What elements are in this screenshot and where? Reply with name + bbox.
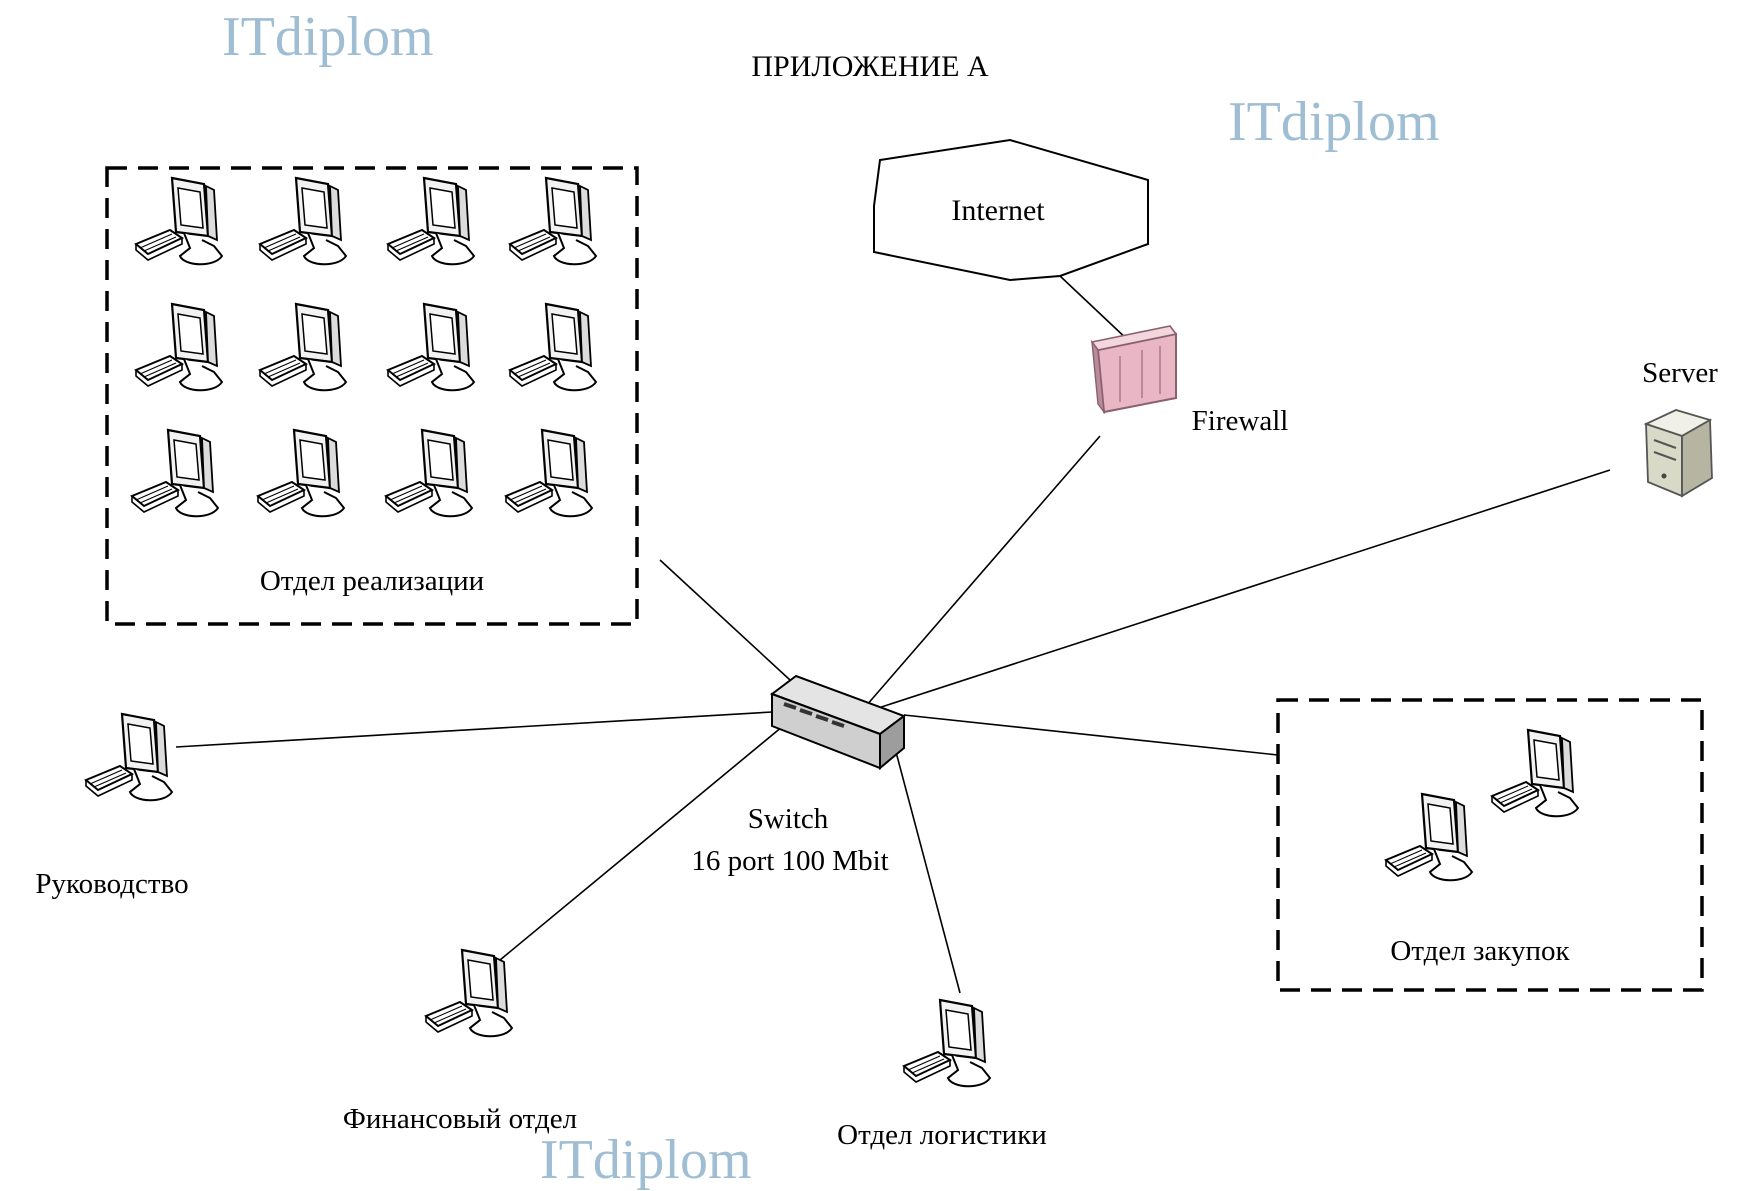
purchasing-dept-label: Отдел закупок: [1390, 935, 1570, 967]
switch-spec-label: 16 port 100 Mbit: [691, 845, 888, 877]
sales-dept-group: [105, 166, 639, 626]
sales-dept-label: Отдел реализации: [260, 565, 484, 597]
management-label: Руководство: [35, 868, 188, 900]
connections: [175, 275, 1611, 994]
link-logistics-switch: [895, 751, 961, 994]
internet-label: Internet: [951, 194, 1045, 227]
workstation-icon: [384, 428, 474, 518]
link-management-switch: [175, 711, 773, 748]
workstation-icon: [130, 428, 220, 518]
link-firewall-switch: [865, 435, 1101, 707]
switch-icon: [769, 674, 907, 771]
link-finance-switch: [499, 711, 801, 961]
server-icon: [1643, 409, 1713, 498]
workstation-icon: [134, 176, 224, 266]
link-purchasing-switch: [903, 714, 1279, 756]
purchasing-dept-workstations: [1384, 728, 1580, 882]
watermark: ITdiplom: [540, 1129, 752, 1191]
page-title: ПРИЛОЖЕНИЕ А: [751, 50, 989, 83]
firewall-label: Firewall: [1192, 405, 1289, 437]
finance-label: Финансовый отдел: [343, 1103, 577, 1135]
workstation-icon: [256, 428, 346, 518]
switch-label: Switch: [748, 803, 829, 835]
server-label: Server: [1642, 357, 1718, 389]
workstation-icon: [1490, 728, 1580, 818]
link-internet-firewall: [1059, 275, 1131, 343]
workstation-icon: [386, 302, 476, 392]
workstation-icon: [386, 176, 476, 266]
workstation-icon: [134, 302, 224, 392]
workstation-icon: [508, 302, 598, 392]
watermark: ITdiplom: [1228, 91, 1440, 153]
internet-cloud-icon: [873, 138, 1149, 282]
logistics-label: Отдел логистики: [837, 1119, 1047, 1151]
sales-dept-workstations: [130, 176, 598, 518]
workstation-icon: [84, 712, 174, 802]
purchasing-dept-group: [1276, 698, 1704, 992]
firewall-icon: [1090, 325, 1178, 415]
workstation-icon: [258, 176, 348, 266]
workstation-icon: [508, 176, 598, 266]
link-sales-switch: [659, 559, 791, 681]
workstation-icon: [424, 948, 514, 1038]
watermark: ITdiplom: [222, 6, 434, 68]
link-server-switch: [865, 469, 1611, 713]
workstation-icon: [1384, 792, 1474, 882]
workstation-icon: [258, 302, 348, 392]
workstation-icon: [504, 428, 594, 518]
workstation-icon: [902, 998, 992, 1088]
